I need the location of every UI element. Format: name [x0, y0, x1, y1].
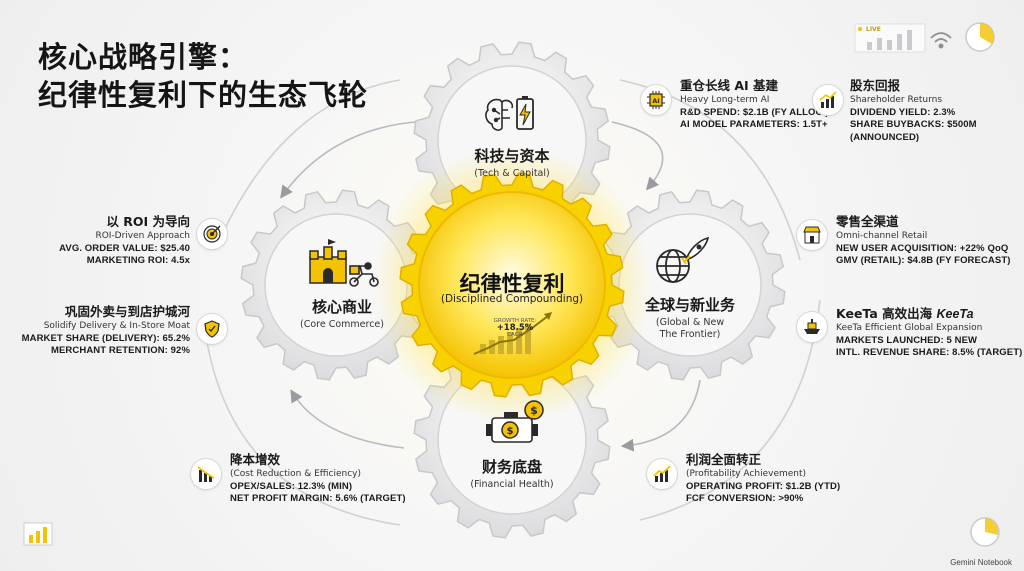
gear-tech-title: 科技与资本	[474, 147, 550, 165]
gear-tech: 科技与资本 (Tech & Capital)	[442, 147, 582, 180]
live-label: LIVE	[866, 26, 881, 33]
gear-core: 核心商业 (Core Commerce)	[272, 298, 412, 331]
growth-rate: GROWTH RATE: +18.5% CAGR	[485, 318, 545, 339]
shop-icon	[796, 219, 828, 251]
center-disc	[418, 191, 606, 379]
panel-profit: 利润全面转正 (Profitability Achievement) OPERA…	[686, 452, 840, 506]
gear-finance-title: 财务底盘	[481, 458, 542, 476]
panel-keeta-title: KeeTa 高效出海	[836, 306, 933, 321]
panel-roi-line2: MARKETING ROI: 4.5x	[86, 255, 190, 266]
gear-global-title: 全球与新业务	[644, 296, 735, 314]
panel-moat-title: 巩固外卖与到店护城河	[64, 304, 190, 319]
panel-profit-subtitle: (Profitability Achievement)	[686, 469, 807, 479]
panel-cost-line2: NET PROFIT MARGIN: 5.6% (TARGET)	[230, 493, 406, 504]
panel-retail: 零售全渠道 Omni-channel Retail NEW USER ACQUI…	[836, 214, 1010, 268]
brain-icon	[485, 98, 514, 131]
brand-label: Gemini Notebook	[950, 558, 1012, 567]
panel-moat: 巩固外卖与到店护城河 Solidify Delivery & In-Store …	[20, 304, 190, 358]
svg-text:$: $	[507, 426, 514, 437]
panel-profit-line1: OPERATING PROFIT: $1.2B (YTD)	[686, 480, 841, 492]
growth-rate-label: GROWTH RATE:	[493, 318, 537, 324]
gear-global: 全球与新业务 (Global & New The Frontier)	[620, 296, 760, 341]
panel-retail-subtitle: Omni-channel Retail	[836, 231, 928, 241]
panel-cost-title: 降本增效	[230, 452, 281, 467]
scooter-icon	[349, 262, 379, 287]
panel-roi-subtitle: ROI-Driven Approach	[95, 231, 190, 241]
center-title: 纪律性复利	[459, 272, 565, 296]
panel-moat-line2: MERCHANT RETENTION: 92%	[50, 345, 190, 356]
panel-profit-line2: FCF CONVERSION: >90%	[686, 493, 804, 504]
declining-chart-icon	[190, 458, 222, 490]
panel-keeta-line2: INTL. REVENUE SHARE: 8.5% (TARGET)	[836, 347, 1023, 358]
page-title-line1: 核心战略引擎：	[38, 40, 249, 74]
globe-icon	[656, 249, 690, 283]
panel-keeta-title-row: KeeTa 高效出海 KeeTa	[836, 306, 1022, 322]
panel-profit-title: 利润全面转正	[686, 452, 762, 467]
panel-roi-title: 以 ROI 为导向	[106, 214, 190, 229]
panel-cost: 降本增效 (Cost Reduction & Efficiency) OPEX/…	[230, 452, 406, 506]
gear-tech-subtitle: (Tech & Capital)	[474, 168, 550, 179]
panel-retail-line1: NEW USER ACQUISITION: +22% QoQ	[836, 242, 1009, 254]
panel-ai: 重仓长线 AI 基建 Heavy Long-term AI R&D SPEND:…	[680, 78, 828, 132]
panel-keeta: KeeTa 高效出海 KeeTa KeeTa Efficient Global …	[836, 306, 1022, 360]
panel-keeta-subtitle: KeeTa Efficient Global Expansion	[836, 323, 983, 333]
panel-retail-title: 零售全渠道	[836, 214, 899, 229]
orbit-arrows	[204, 79, 821, 526]
growth-rate-unit: CAGR	[507, 332, 523, 338]
timer-icon	[970, 517, 1000, 547]
center-subtitle: (Disciplined Compounding)	[440, 293, 584, 305]
clock-icon	[965, 22, 995, 52]
panel-shareholder-title: 股东回报	[850, 78, 901, 93]
live-chart-icon	[854, 23, 926, 53]
panel-ai-line2: AI MODEL PARAMETERS: 1.5T+	[680, 119, 828, 130]
svg-text:$: $	[530, 404, 538, 417]
panel-shareholder-line1: DIVIDEND YIELD: 2.3%	[850, 106, 956, 118]
engine-coin-icon: $ $	[486, 400, 544, 443]
gear-finance-subtitle: (Financial Health)	[470, 479, 554, 490]
panel-shareholder: 股东回报 Shareholder Returns DIVIDEND YIELD:…	[850, 78, 1024, 144]
castle-icon	[309, 239, 347, 284]
keeta-logo: KeeTa	[936, 307, 974, 321]
rocket-icon	[681, 236, 710, 265]
target-icon	[196, 218, 228, 250]
gear-global-subtitle-1: (Global & New	[655, 317, 725, 328]
rising-chart-icon	[812, 84, 844, 116]
panel-shareholder-line2: SHARE BUYBACKS: $500M (ANNOUNCED)	[850, 119, 977, 143]
panel-retail-line2: GMV (RETAIL): $4.8B (FY FORECAST)	[836, 255, 1011, 266]
panel-keeta-line1: MARKETS LAUNCHED: 5 NEW	[836, 334, 978, 346]
panel-moat-line1: MARKET SHARE (DELIVERY): 65.2%	[21, 332, 190, 344]
shield-icon	[196, 313, 228, 345]
svg-text:AI: AI	[652, 97, 659, 105]
wifi-icon	[930, 32, 952, 49]
panel-cost-subtitle: (Cost Reduction & Efficiency)	[230, 469, 361, 479]
page-title-line2: 纪律性复利下的生态飞轮	[38, 78, 369, 112]
panel-shareholder-subtitle: Shareholder Returns	[850, 95, 943, 105]
panel-moat-subtitle: Solidify Delivery & In-Store Moat	[43, 321, 190, 331]
panel-ai-line1: R&D SPEND: $2.1B (FY ALLOC.)	[680, 106, 829, 118]
growth-chart-icon	[473, 312, 552, 355]
gear-finance: 财务底盘 (Financial Health)	[442, 458, 582, 491]
panel-cost-line1: OPEX/SALES: 12.3% (MIN)	[230, 480, 353, 492]
gear-core-title: 核心商业	[311, 298, 372, 316]
gear-global-subtitle-2: The Frontier)	[659, 329, 721, 340]
ship-icon	[796, 311, 828, 343]
battery-icon	[516, 96, 534, 130]
panel-ai-subtitle: Heavy Long-term AI	[680, 95, 770, 105]
growth-chart-icon	[646, 458, 678, 490]
growth-rate-value: +18.5%	[496, 323, 534, 333]
panel-roi-line1: AVG. ORDER VALUE: $25.40	[59, 242, 190, 254]
mini-chart-icon	[23, 522, 53, 546]
gear-core-subtitle: (Core Commerce)	[300, 319, 384, 330]
ai-chip-icon: AI	[640, 84, 672, 116]
panel-roi: 以 ROI 为导向 ROI-Driven Approach AVG. ORDER…	[40, 214, 190, 268]
panel-ai-title: 重仓长线 AI 基建	[680, 78, 779, 93]
